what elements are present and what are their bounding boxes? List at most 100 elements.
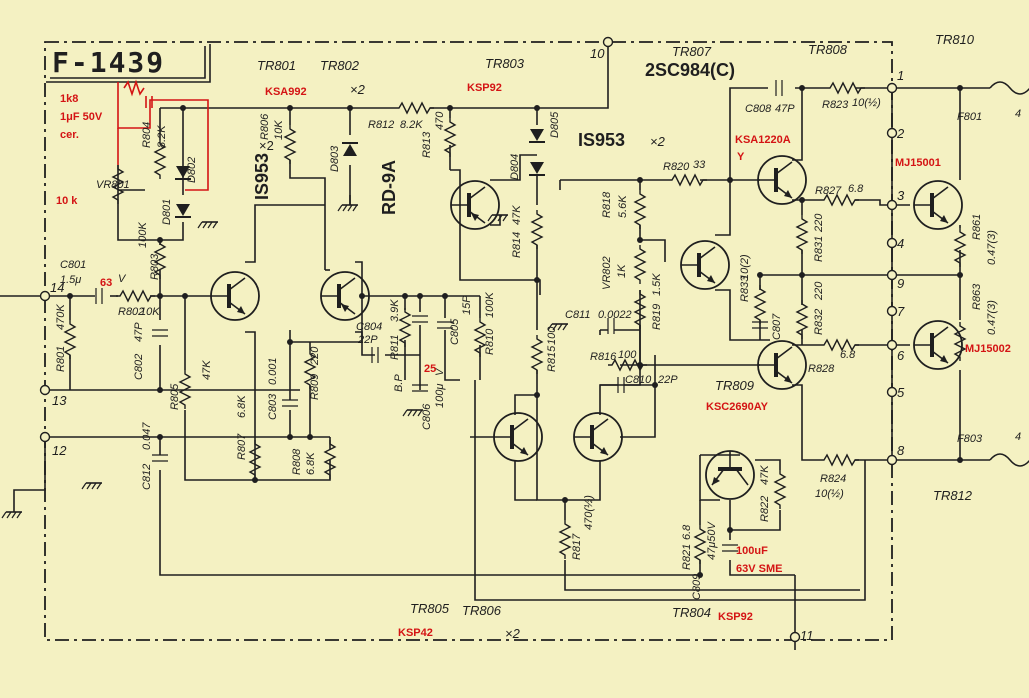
pin-2: 2: [896, 126, 905, 141]
pin-7: 7: [897, 304, 905, 319]
pin-1: 1: [897, 68, 904, 83]
r818-symbol: [634, 189, 646, 230]
vr801-label: VR801: [96, 179, 130, 191]
terminals: [39, 36, 898, 643]
tr807-type: 2SC984(C): [645, 60, 735, 80]
r817-symbol: [559, 519, 571, 560]
c801-volt: V: [118, 273, 127, 285]
is953-left-label: IS953: [252, 153, 272, 200]
ann-tr801: KSA992: [265, 86, 307, 98]
diodes: [174, 128, 546, 218]
r821-label: R821: [681, 544, 693, 570]
ann-cap: 1μF 50V: [60, 111, 103, 123]
r806-val: 10K: [273, 120, 285, 140]
ann-c809-b: 63V SME: [736, 563, 782, 575]
r861-label: R861: [971, 214, 983, 240]
r813-label: R813: [421, 131, 433, 158]
r823-val: 10(½): [852, 97, 881, 109]
ann-tr805: KSP42: [398, 627, 433, 639]
ann-tr804: KSP92: [718, 611, 753, 623]
r812-val: 8.2K: [400, 119, 423, 131]
r811-label: R811: [389, 335, 401, 360]
red-annotations: 1k8 1μF 50V cer. 10 k 63 25 KSA992 KSP92…: [56, 82, 1011, 639]
ann-10k: 10 k: [56, 195, 78, 207]
r823-label: R823: [822, 99, 849, 111]
c806-val: 100μ: [434, 384, 446, 408]
r819-val: 1.5K: [651, 273, 663, 296]
r824-label: R824: [820, 473, 846, 485]
f801-suffix: 4: [1015, 108, 1021, 120]
f803-label: F803: [957, 433, 983, 445]
r815-val: 100: [546, 326, 558, 345]
tr812-label: TR812: [933, 488, 973, 503]
r804-label: R804: [141, 122, 153, 148]
r812-symbol: [394, 102, 435, 114]
r822-label: R822: [759, 496, 771, 522]
pin-14: 14: [50, 280, 64, 295]
d801-symbol: [174, 203, 192, 218]
fuses: [989, 81, 1029, 467]
r827-label: R827: [815, 185, 842, 197]
r803-val: 100K: [137, 222, 149, 248]
c802-label: C802: [133, 354, 145, 380]
r813-val: 470: [434, 111, 446, 130]
vr802-symbol: [634, 244, 646, 285]
r815-symbol: [531, 334, 543, 375]
c805-label: C805: [449, 318, 461, 345]
r801-val: 470K: [55, 304, 67, 330]
tr805-symbol: [492, 411, 544, 463]
c801-val: 1.5μ: [60, 274, 81, 286]
c807-label: C807: [771, 313, 783, 340]
r811-val: 3.9K: [389, 299, 401, 322]
c808-val: 47P: [775, 103, 795, 115]
d803-label: D803: [329, 145, 341, 172]
vr802-val: 1K: [616, 264, 628, 278]
r833-label: R833: [739, 275, 751, 302]
ann-25: 25: [424, 363, 436, 375]
ann-tr809: KSC2690AY: [706, 401, 769, 413]
c808-label: C808: [745, 103, 772, 115]
r815-label: R815: [546, 345, 558, 372]
pin-10: 10: [590, 46, 605, 61]
is953-left-mult: ×2: [259, 138, 274, 153]
tr808-label: TR808: [808, 42, 848, 57]
r814-label: R814: [511, 232, 523, 258]
r831-symbol: [796, 214, 808, 255]
is953-right-mult: ×2: [650, 134, 666, 149]
ann-tr807-a: KSA1220A: [735, 134, 791, 146]
ann-tr812: MJ15002: [965, 343, 1011, 355]
d803-symbol: [341, 142, 359, 157]
r831-label: R831: [813, 236, 825, 262]
tr803-symbol: [449, 179, 501, 231]
tr808-symbol: [679, 239, 731, 291]
r809-val: 220: [309, 346, 321, 366]
tr806-symbol: [572, 411, 624, 463]
r824-val: 10(½): [815, 488, 844, 500]
tr803-label: TR803: [485, 56, 525, 71]
r828-val: 6.8: [840, 349, 856, 361]
d805-symbol: [528, 128, 546, 143]
r809-label: R809: [309, 374, 321, 400]
c804-val: 22P: [357, 334, 378, 346]
c806-label: C806: [421, 403, 433, 430]
tr807-symbol: [756, 154, 808, 206]
r802-symbol: [115, 290, 156, 302]
r833-symbol: [754, 284, 766, 325]
tr806-mult: ×2: [505, 626, 521, 641]
c803-val: 0.001: [267, 357, 279, 385]
r824-symbol: [819, 454, 860, 466]
r818-label: R818: [601, 191, 613, 218]
tr812-symbol: [912, 319, 964, 371]
r820-label: R820: [663, 161, 690, 173]
r828-label: R828: [808, 363, 835, 375]
pin-11: 11: [800, 628, 814, 643]
r832-label: R832: [813, 309, 825, 335]
r831-val: 220: [813, 213, 825, 233]
rd9a-label: RD-9A: [379, 160, 399, 215]
d804-label: D804: [509, 154, 521, 180]
c801-label: C801: [60, 259, 86, 271]
part-labels: IS953 ×2 IS953 ×2 RD-9A VR801 R804 8.2K …: [55, 97, 1021, 600]
d804-symbol: [528, 161, 546, 176]
r827-val: 6.8: [848, 183, 864, 195]
